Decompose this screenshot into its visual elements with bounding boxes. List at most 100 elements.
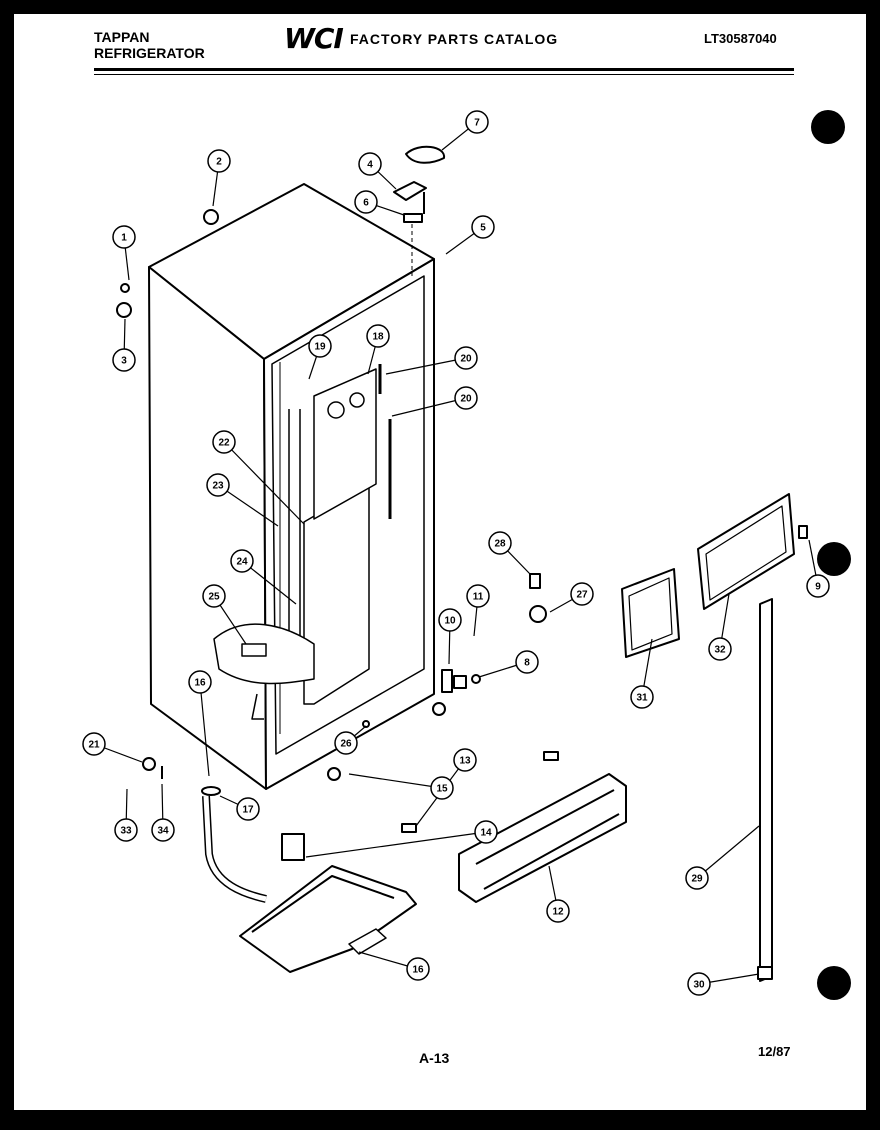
callout-8: 8 [515,650,539,674]
callout-circle [466,584,490,608]
callout-label: 16 [194,678,206,689]
callout-6: 6 [354,190,378,214]
callout-circle [546,899,570,923]
callout-circle [471,215,495,239]
callout-label: 5 [480,223,486,234]
callout-label: 11 [473,592,484,603]
gasket-strip [757,598,773,982]
callout-label: 30 [693,980,705,991]
callout-circle [112,348,136,372]
callout-circle [207,149,231,173]
callout-circle [806,574,830,598]
callout-label: 14 [480,828,492,839]
callout-label: 23 [212,481,224,492]
callout-circle [453,748,477,772]
door-shelves [621,493,808,658]
callout-circle [406,957,430,981]
callout-circle [515,650,539,674]
callout-circle [236,797,260,821]
callout-7: 7 [465,110,489,134]
brand-block: TAPPAN REFRIGERATOR [94,29,205,61]
callout-circle [430,776,454,800]
callout-label: 19 [314,342,326,353]
callout-label: 9 [815,582,821,593]
binder-hole-top [811,110,845,144]
callout-25: 25 [202,584,226,608]
callout-circle [358,152,382,176]
callout-circle [488,531,512,555]
callout-15: 15 [430,776,454,800]
brand-name: TAPPAN [94,29,150,45]
callout-label: 27 [576,590,588,601]
callout-label: 33 [120,826,132,837]
callout-circle [687,972,711,996]
cabinet-drawing [148,183,435,790]
parts-diagram-page: TAPPAN REFRIGERATOR WCI FACTORY PARTS CA… [14,14,866,1110]
header-rule [94,68,794,71]
callout-26: 26 [334,731,358,755]
drain-pan [239,833,417,973]
callout-29: 29 [685,866,709,890]
callout-label: 8 [524,658,530,669]
catalog-number: LT30587040 [704,31,777,46]
leader-line [391,397,467,417]
callout-circle [366,324,390,348]
callout-label: 28 [494,539,506,550]
leader-line [348,773,443,789]
page-number: A-13 [419,1050,450,1066]
callout-label: 32 [714,645,726,656]
callout-circle [212,430,236,454]
callout-label: 18 [372,332,384,343]
callout-circle [230,549,254,573]
callout-circle [308,334,332,358]
binder-hole-middle [817,542,851,576]
callout-label: 16 [412,965,424,976]
callout-20: 20 [454,386,478,410]
callout-17: 17 [236,797,260,821]
callout-label: 31 [636,693,648,704]
callout-27: 27 [570,582,594,606]
callout-circle [334,731,358,755]
callout-label: 24 [236,557,248,568]
callout-circle [151,818,175,842]
callout-label: 29 [691,874,703,885]
callout-circle [465,110,489,134]
callout-label: 25 [208,592,220,603]
callout-19: 19 [308,334,332,358]
callout-5: 5 [471,215,495,239]
callout-label: 15 [436,784,448,795]
header-rule-thin [94,74,794,75]
callout-label: 20 [460,354,472,365]
callout-16: 16 [406,957,430,981]
callout-16: 16 [188,670,212,694]
binder-hole-bottom [817,966,851,1000]
callout-circle [188,670,212,694]
callout-circle [708,637,732,661]
callout-11: 11 [466,584,490,608]
callout-circle [570,582,594,606]
callout-circle [630,685,654,709]
hinge-parts [116,145,445,318]
callout-label: 34 [157,826,169,837]
callout-30: 30 [687,972,711,996]
callout-label: 7 [474,118,480,129]
print-date: 12/87 [758,1044,791,1059]
callout-label: 6 [363,198,369,209]
callout-14: 14 [474,820,498,844]
callout-label: 12 [552,907,564,918]
callout-circle [438,608,462,632]
callout-label: 20 [460,394,472,405]
callout-18: 18 [366,324,390,348]
callout-label: 21 [88,740,100,751]
callout-circle [685,866,709,890]
callout-circle [454,386,478,410]
wci-logo: WCI [284,22,344,55]
callout-4: 4 [358,152,382,176]
callout-circle [202,584,226,608]
callout-label: 10 [444,616,456,627]
callout-circle [114,818,138,842]
callout-20: 20 [454,346,478,370]
leader-line [696,825,760,879]
base-hardware [142,573,547,781]
catalog-title: FACTORY PARTS CATALOG [350,31,559,47]
